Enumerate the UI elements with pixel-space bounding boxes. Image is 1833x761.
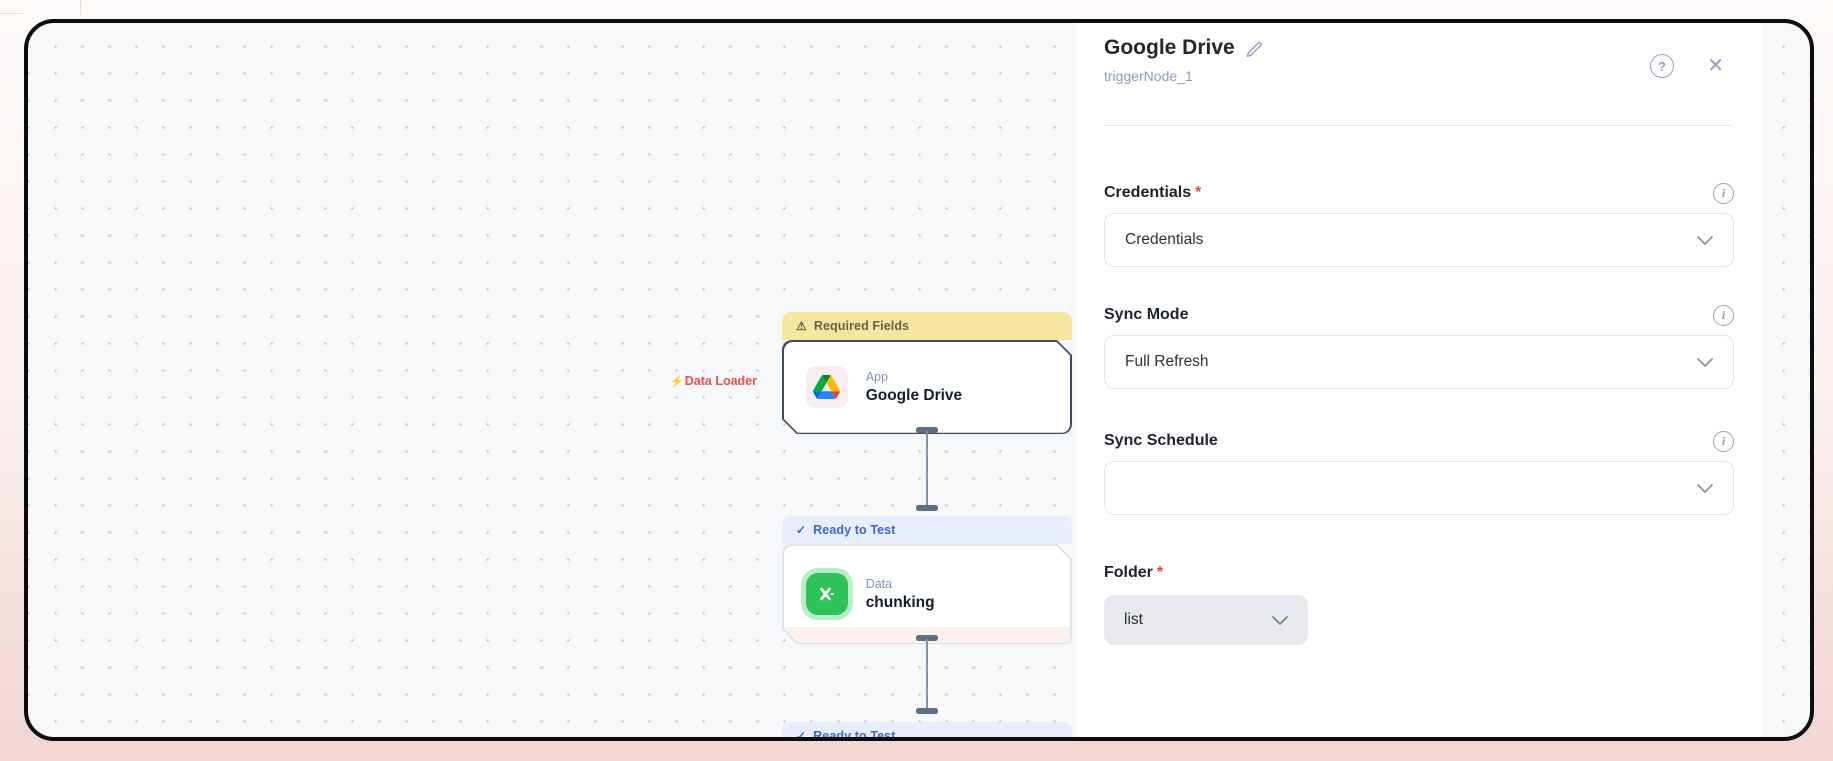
lightning-bolt-icon: ⚡ <box>670 376 684 388</box>
chevron-down-icon <box>1272 615 1288 625</box>
sync-mode-value: Full Refresh <box>1125 353 1209 370</box>
sync-schedule-label: Sync Schedule <box>1104 432 1218 449</box>
folder-select[interactable]: list <box>1104 595 1308 645</box>
chunking-icon <box>806 573 848 615</box>
node-status-text: Required Fields <box>813 319 910 333</box>
node-id-label: triggerNode_1 <box>1104 68 1193 84</box>
credentials-select[interactable]: Credentials <box>1104 213 1734 267</box>
info-icon[interactable]: i <box>1713 430 1734 452</box>
node-status-banner: ⚠ Required Fields <box>782 312 1072 340</box>
chevron-down-icon <box>1697 235 1713 245</box>
edit-title-icon[interactable] <box>1245 38 1264 59</box>
required-asterisk: * <box>1156 564 1164 581</box>
sync-schedule-select[interactable] <box>1104 461 1734 515</box>
edge-connector <box>926 639 928 710</box>
output-handle[interactable] <box>916 635 938 641</box>
input-handle[interactable] <box>916 708 938 714</box>
node-next-partial[interactable]: ✓ Ready to Test <box>782 722 1072 741</box>
node-settings-panel: Google Drive triggerNode_1 ? ✕ Credentia… <box>1076 23 1762 737</box>
node-card[interactable]: Data chunking <box>782 544 1072 644</box>
sync-mode-label: Sync Mode <box>1104 306 1189 323</box>
panel-title: Google Drive <box>1104 36 1235 59</box>
input-handle[interactable] <box>916 505 938 511</box>
google-drive-icon <box>806 366 848 408</box>
edge-label-data-loader: ⚡Data Loader <box>670 374 757 388</box>
warning-icon: ⚠ <box>796 319 807 333</box>
node-status-banner: ✓ Ready to Test <box>782 516 1072 544</box>
required-asterisk: * <box>1195 184 1202 201</box>
check-icon: ✓ <box>796 729 807 741</box>
info-icon[interactable]: i <box>1713 304 1734 326</box>
node-google-drive[interactable]: ⚠ Required Fields <box>782 312 1072 434</box>
node-status-banner: ✓ Ready to Test <box>782 722 1072 741</box>
check-icon: ✓ <box>796 523 807 537</box>
edge-connector <box>926 431 928 507</box>
close-icon[interactable]: ✕ <box>1707 55 1724 77</box>
chevron-down-icon <box>1697 357 1713 367</box>
folder-value: list <box>1124 611 1143 628</box>
help-icon[interactable]: ? <box>1650 54 1674 78</box>
node-name: Google Drive <box>865 386 963 404</box>
chevron-down-icon <box>1697 483 1713 493</box>
node-category: App <box>865 369 888 384</box>
node-chunking[interactable]: ✓ Ready to Test Data chunking <box>782 516 1072 644</box>
node-status-text: Ready to Test <box>813 523 896 537</box>
node-name: chunking <box>865 593 935 611</box>
credentials-label: Credentials* <box>1104 184 1202 201</box>
info-icon[interactable]: i <box>1713 182 1734 204</box>
node-status-text: Ready to Test <box>813 729 896 741</box>
panel-divider <box>1104 125 1734 126</box>
node-footer-strip <box>784 627 1071 643</box>
page-edge-line-horizontal <box>0 13 23 14</box>
sync-mode-select[interactable]: Full Refresh <box>1104 335 1734 389</box>
page-edge-line-vertical <box>80 0 81 15</box>
node-category: Data <box>865 576 893 591</box>
node-card[interactable]: App Google Drive <box>782 340 1072 434</box>
workflow-window: ⚡Data Loader ⚠ Required Fields <box>24 19 1814 741</box>
credentials-value: Credentials <box>1125 231 1204 248</box>
workflow-canvas[interactable]: ⚡Data Loader ⚠ Required Fields <box>28 23 1810 737</box>
output-handle[interactable] <box>916 427 938 433</box>
folder-label: Folder* <box>1104 564 1164 581</box>
